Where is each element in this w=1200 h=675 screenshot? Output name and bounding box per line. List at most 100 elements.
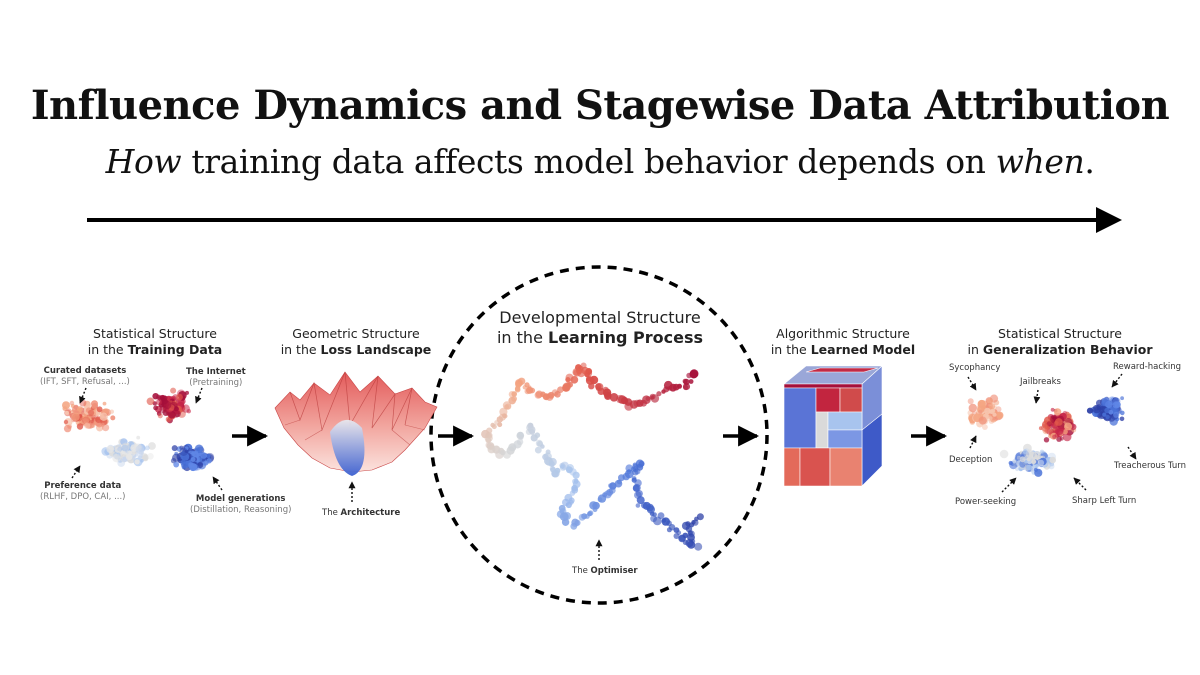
- annotation-prefix: The: [572, 566, 591, 576]
- trajectory-point: [673, 533, 680, 539]
- trajectory-point: [656, 391, 662, 397]
- annotation-reward-hacking: Reward-hacking: [1113, 362, 1182, 372]
- scatter-point: [967, 398, 974, 405]
- scatter-point: [1050, 407, 1055, 412]
- trajectory-point: [632, 469, 639, 476]
- scatter-point: [1043, 437, 1050, 443]
- scatter-point: [147, 453, 154, 460]
- scatter-point: [1026, 457, 1031, 462]
- cube-front-block: [783, 383, 863, 389]
- scatter-point: [1105, 414, 1110, 420]
- annotation-sycophancy: Sycophancy: [949, 363, 1001, 373]
- scatter-point: [120, 438, 128, 446]
- cube-front-block: [815, 411, 829, 449]
- scatter-point: [112, 454, 121, 463]
- trajectory-point: [609, 393, 619, 402]
- scatter-point: [135, 445, 145, 454]
- annotation-internet: The Internet (Pretraining): [186, 367, 246, 389]
- scatter-point: [1105, 400, 1113, 408]
- scatter-point: [988, 403, 996, 410]
- trajectory-point: [574, 519, 581, 526]
- cube-front-block: [839, 387, 863, 413]
- annotation-label: Preference data: [44, 481, 122, 491]
- scatter-point: [110, 447, 115, 451]
- scatter-point: [162, 400, 172, 410]
- stage-line2-prefix: in: [967, 342, 983, 357]
- scatter-point: [168, 411, 176, 419]
- scatter-point: [1053, 408, 1062, 416]
- scatter-point: [190, 457, 196, 462]
- scatter-point: [65, 410, 69, 415]
- cube-top-block: [805, 367, 879, 373]
- scatter-point: [63, 424, 72, 433]
- trajectory-point: [649, 395, 655, 400]
- annotation-optimiser: The Optimiser: [572, 566, 638, 577]
- scatter-point: [148, 442, 156, 450]
- subtitle-middle: training data affects model behavior dep…: [181, 142, 996, 181]
- stage-line2: in the Learned Model: [743, 342, 943, 358]
- trajectory-point: [516, 438, 524, 446]
- trajectory-point: [646, 505, 656, 514]
- scatter-point: [1104, 407, 1110, 414]
- scatter-point: [1031, 459, 1037, 465]
- trajectory-point: [534, 446, 542, 454]
- scatter-point: [127, 444, 132, 448]
- trajectory-point: [609, 482, 617, 490]
- scatter-point: [1086, 407, 1094, 414]
- scatter-point: [968, 403, 977, 413]
- annotation-sub: (Distillation, Reasoning): [190, 505, 292, 515]
- scatter-point: [1055, 426, 1064, 436]
- stage-line2-bold: Learned Model: [810, 342, 916, 357]
- scatter-point: [173, 461, 180, 468]
- trajectory-point: [632, 484, 641, 492]
- stage-line1: Algorithmic Structure: [776, 326, 910, 341]
- annotation-treacherous-turn: Treacherous Turn: [1114, 461, 1187, 471]
- trajectory-point: [514, 386, 521, 393]
- subtitle-when: when: [995, 142, 1085, 181]
- trajectory-point: [666, 527, 672, 533]
- trajectory-point: [661, 389, 666, 394]
- scatter-point: [157, 413, 163, 419]
- cube-front-block: [783, 387, 817, 449]
- scatter-point: [71, 412, 80, 421]
- scatter-point: [1112, 397, 1121, 406]
- scatter-point: [176, 393, 183, 401]
- trajectory-point: [602, 492, 608, 498]
- scatter-point: [96, 406, 103, 413]
- scatter-point: [1054, 418, 1063, 426]
- annotation-power-seeking: Power-seeking: [955, 497, 1017, 507]
- trajectory-point: [561, 518, 570, 526]
- trajectory-point: [580, 362, 587, 369]
- annotation-curated-datasets: Curated datasets (IFT, SFT, Refusal, ...…: [40, 366, 130, 388]
- subtitle-end: .: [1084, 142, 1095, 181]
- trajectory-point: [573, 369, 580, 376]
- scatter-point: [1064, 422, 1073, 431]
- scatter-point: [181, 452, 190, 461]
- scatter-point: [1120, 410, 1125, 416]
- annotation-preference-data: Preference data (RLHF, DPO, CAI, ...): [40, 481, 126, 503]
- annotation-bold: Architecture: [340, 508, 401, 518]
- stage-line2: in Generalization Behavior: [960, 342, 1160, 358]
- trajectory-point: [572, 471, 580, 479]
- scatter-point: [1102, 412, 1107, 417]
- scatter-point: [136, 435, 141, 440]
- trajectory-point: [490, 422, 496, 428]
- annotation-deception: Deception: [949, 455, 993, 465]
- scatter-point: [134, 459, 140, 465]
- scatter-point: [1037, 459, 1045, 466]
- stage-line2: in the Loss Landscape: [256, 342, 456, 358]
- scatter-point: [87, 409, 95, 417]
- annotation-sharp-left-turn: Sharp Left Turn: [1072, 496, 1137, 506]
- trajectory-point: [635, 503, 641, 508]
- scatter-point: [999, 449, 1009, 459]
- scatter-point: [978, 409, 983, 415]
- trajectory-point: [585, 376, 592, 382]
- scatter-point: [153, 405, 159, 411]
- trajectory-point: [494, 420, 499, 425]
- scatter-point: [156, 399, 162, 406]
- trajectory-point: [636, 496, 645, 505]
- trajectory-point: [530, 434, 538, 442]
- scatter-point: [63, 419, 69, 425]
- timeline-arrow: [87, 207, 1122, 233]
